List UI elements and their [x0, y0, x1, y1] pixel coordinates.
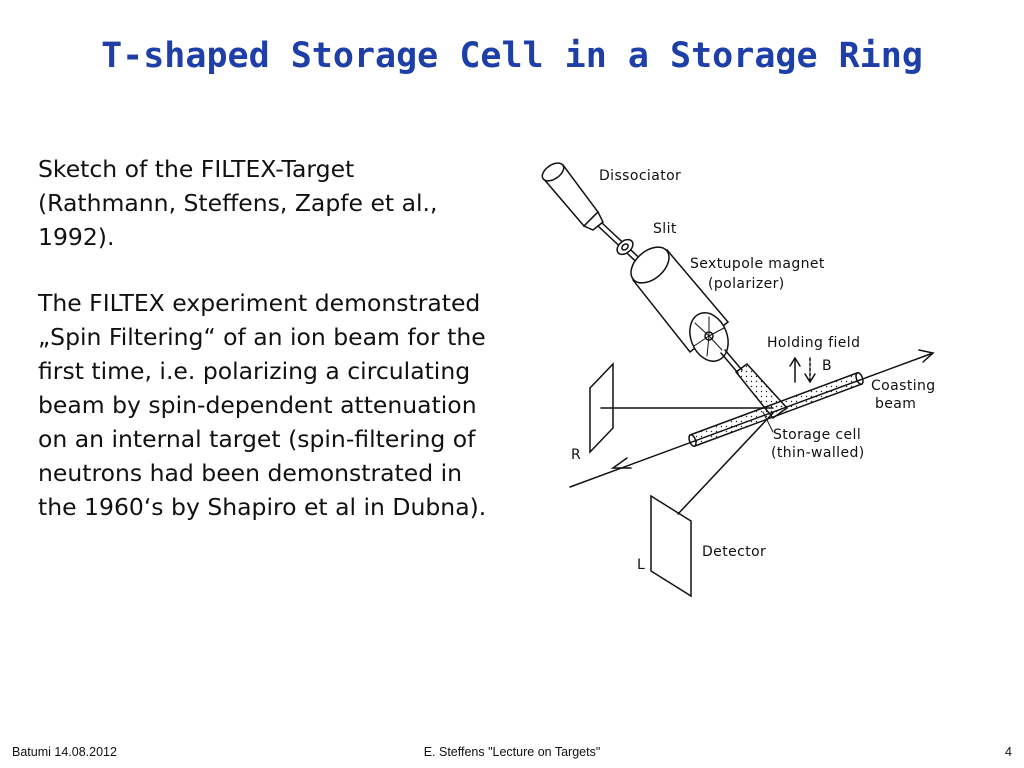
- label-l: L: [637, 557, 645, 573]
- label-sextupole-magnet: Sextupole magnet: [690, 256, 825, 272]
- label-holding-field: Holding field: [767, 335, 860, 351]
- footer-location-date: Batumi 14.08.2012: [12, 745, 117, 759]
- slit-shape: [616, 238, 634, 256]
- line-to-detector-l: [677, 412, 774, 515]
- footer-page-number: 4: [1005, 745, 1012, 759]
- label-polarizer: (polarizer): [708, 276, 785, 292]
- slide-title: T-shaped Storage Cell in a Storage Ring: [101, 36, 923, 76]
- footer-lecture-title: E. Steffens "Lecture on Targets": [423, 745, 601, 759]
- label-beam: beam: [875, 396, 916, 412]
- label-field-b: B: [822, 358, 832, 374]
- dissociator-shape: [541, 162, 604, 231]
- detector-l: [650, 494, 692, 598]
- sextupole-magnet-shape: [630, 246, 730, 362]
- paragraph-sketch-caption: Sketch of the FILTEX-Target (Rathmann, S…: [38, 155, 438, 251]
- filtex-target-diagram: Dissociator Slit Sextupole magnet (polar…: [541, 162, 936, 598]
- paragraph-filtex-description: The FILTEX experiment demonstrated „Spin…: [38, 289, 487, 521]
- beam-arrow-out: [610, 457, 632, 469]
- label-storage-cell: Storage cell: [773, 427, 861, 443]
- coasting-beam-line: [569, 352, 934, 488]
- label-dissociator: Dissociator: [599, 168, 681, 184]
- beam-arrow-in: [918, 349, 935, 363]
- slide-body: Sketch of the FILTEX-Target (Rathmann, S…: [38, 152, 498, 556]
- label-r: R: [571, 447, 581, 463]
- label-thin-walled: (thin-walled): [771, 445, 865, 461]
- holding-field-arrows: [789, 356, 816, 384]
- label-detector: Detector: [702, 544, 766, 560]
- label-coasting: Coasting: [871, 378, 936, 394]
- label-slit: Slit: [653, 221, 677, 237]
